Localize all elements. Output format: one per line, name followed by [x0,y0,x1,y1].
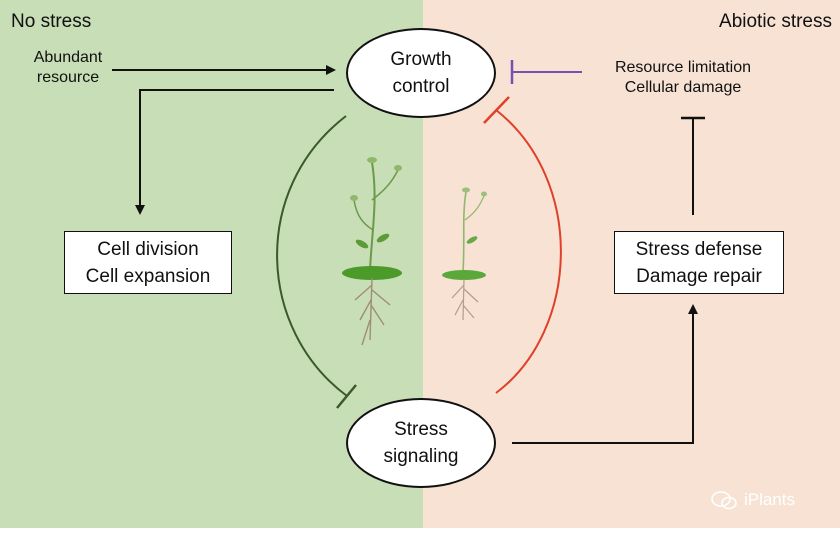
stress-inhibits-growth-arc [483,96,562,394]
stress-to-defense-arrow [512,304,698,444]
growth-to-cell-arrow [135,89,334,215]
abundant-resource-label: Abundant resource [33,49,103,86]
watermark: iPlants [710,490,795,510]
plant-illustration [342,157,402,346]
watermark-text: iPlants [744,490,796,509]
stressed-plant-illustration [442,187,487,321]
abiotic-stress-title: Abiotic stress [719,11,832,32]
no-stress-title: No stress [11,11,92,32]
wechat-icon [711,491,737,510]
limitation-inhibits-growth [510,60,582,84]
resource-limitation-label: Resource limitation Cellular damage [614,59,752,96]
defense-inhibits-limitation [681,116,705,215]
growth-inhibits-stress-arc [276,115,357,409]
